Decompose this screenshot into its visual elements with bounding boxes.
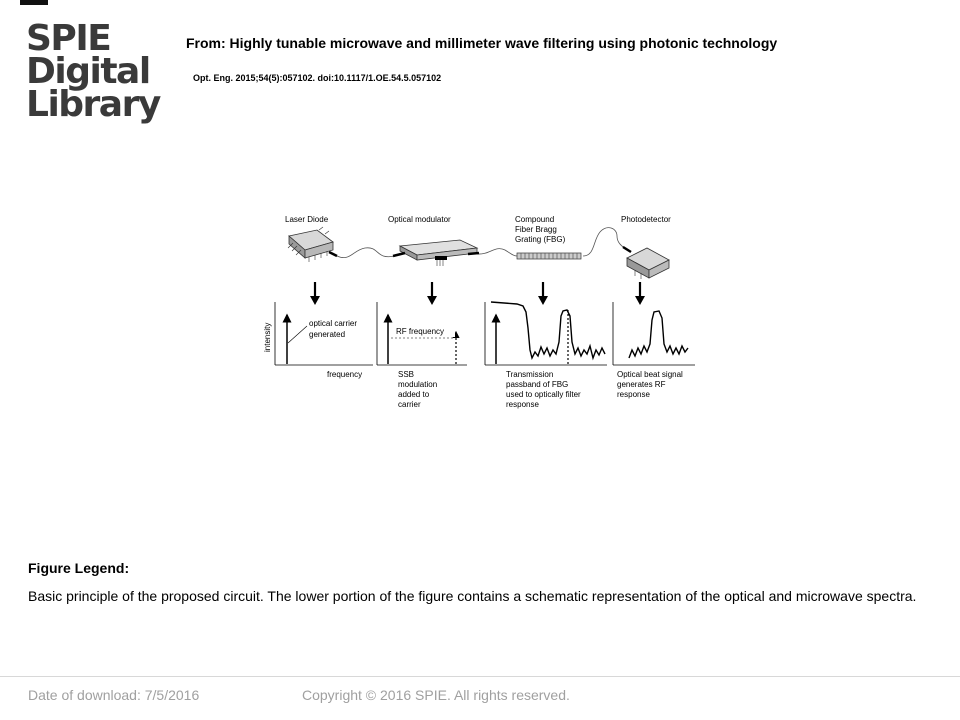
panel1-ylabel: intensity xyxy=(263,323,272,352)
article-citation: Opt. Eng. 2015;54(5):057102. doi:10.1117… xyxy=(193,73,442,83)
corner-tab xyxy=(20,0,48,5)
down-arrows xyxy=(310,282,645,305)
circuit-figure: Laser Diode Optical modulator Compound F… xyxy=(263,215,695,409)
panel4-caption-2: generates RF xyxy=(617,380,666,389)
panel3-caption-2: passband of FBG xyxy=(506,380,568,389)
panel-optical-carrier: intensity optical carrier generated freq… xyxy=(263,302,373,379)
figure-legend-text: Basic principle of the proposed circuit.… xyxy=(28,588,917,604)
logo-line-3: Library xyxy=(26,84,161,125)
optical-modulator-device xyxy=(392,239,480,266)
panel3-caption-3: used to optically filter xyxy=(506,390,581,399)
panel-beat-signal: Optical beat signal generates RF respons… xyxy=(612,302,695,399)
fiber-3 xyxy=(582,227,626,257)
laser-diode-device xyxy=(287,226,338,262)
label-fbg-1: Compound xyxy=(515,215,554,224)
panel2-caption-4: carrier xyxy=(398,400,421,409)
panel3-caption-4: response xyxy=(506,400,539,409)
fiber-1 xyxy=(336,247,396,258)
panel-ssb-modulation: RF frequency SSB modulation added to car… xyxy=(376,302,467,409)
panel3-caption-1: Transmission xyxy=(506,370,553,379)
panel-fbg-passband: Transmission passband of FBG used to opt… xyxy=(484,301,607,409)
panel2-caption-3: added to xyxy=(398,390,430,399)
download-date: Date of download: 7/5/2016 xyxy=(28,687,200,703)
panel1-annotation-1: optical carrier xyxy=(309,319,357,328)
label-photodetector: Photodetector xyxy=(621,215,671,224)
photodetector-device xyxy=(622,245,670,279)
fiber-2 xyxy=(476,248,518,257)
figure-legend-heading: Figure Legend: xyxy=(28,560,130,576)
panel2-annotation: RF frequency xyxy=(396,327,444,336)
panel1-annotation-2: generated xyxy=(309,330,345,339)
label-optical-modulator: Optical modulator xyxy=(388,215,451,224)
panel2-caption-2: modulation xyxy=(398,380,437,389)
label-fbg-3: Grating (FBG) xyxy=(515,235,566,244)
label-fbg-2: Fiber Bragg xyxy=(515,225,557,234)
footer-divider xyxy=(0,676,960,677)
logo-line-1: SPIE xyxy=(26,18,112,59)
panel4-caption-3: response xyxy=(617,390,650,399)
spie-logo: SPIE Digital Library xyxy=(26,18,161,125)
copyright-notice: Copyright © 2016 SPIE. All rights reserv… xyxy=(302,687,570,703)
panel2-caption-1: SSB xyxy=(398,370,414,379)
logo-line-2: Digital xyxy=(26,51,151,92)
fbg-device xyxy=(516,252,582,260)
panel1-xlabel: frequency xyxy=(327,370,362,379)
label-laser-diode: Laser Diode xyxy=(285,215,329,224)
article-title: From: Highly tunable microwave and milli… xyxy=(186,35,778,51)
panel4-caption-1: Optical beat signal xyxy=(617,370,683,379)
